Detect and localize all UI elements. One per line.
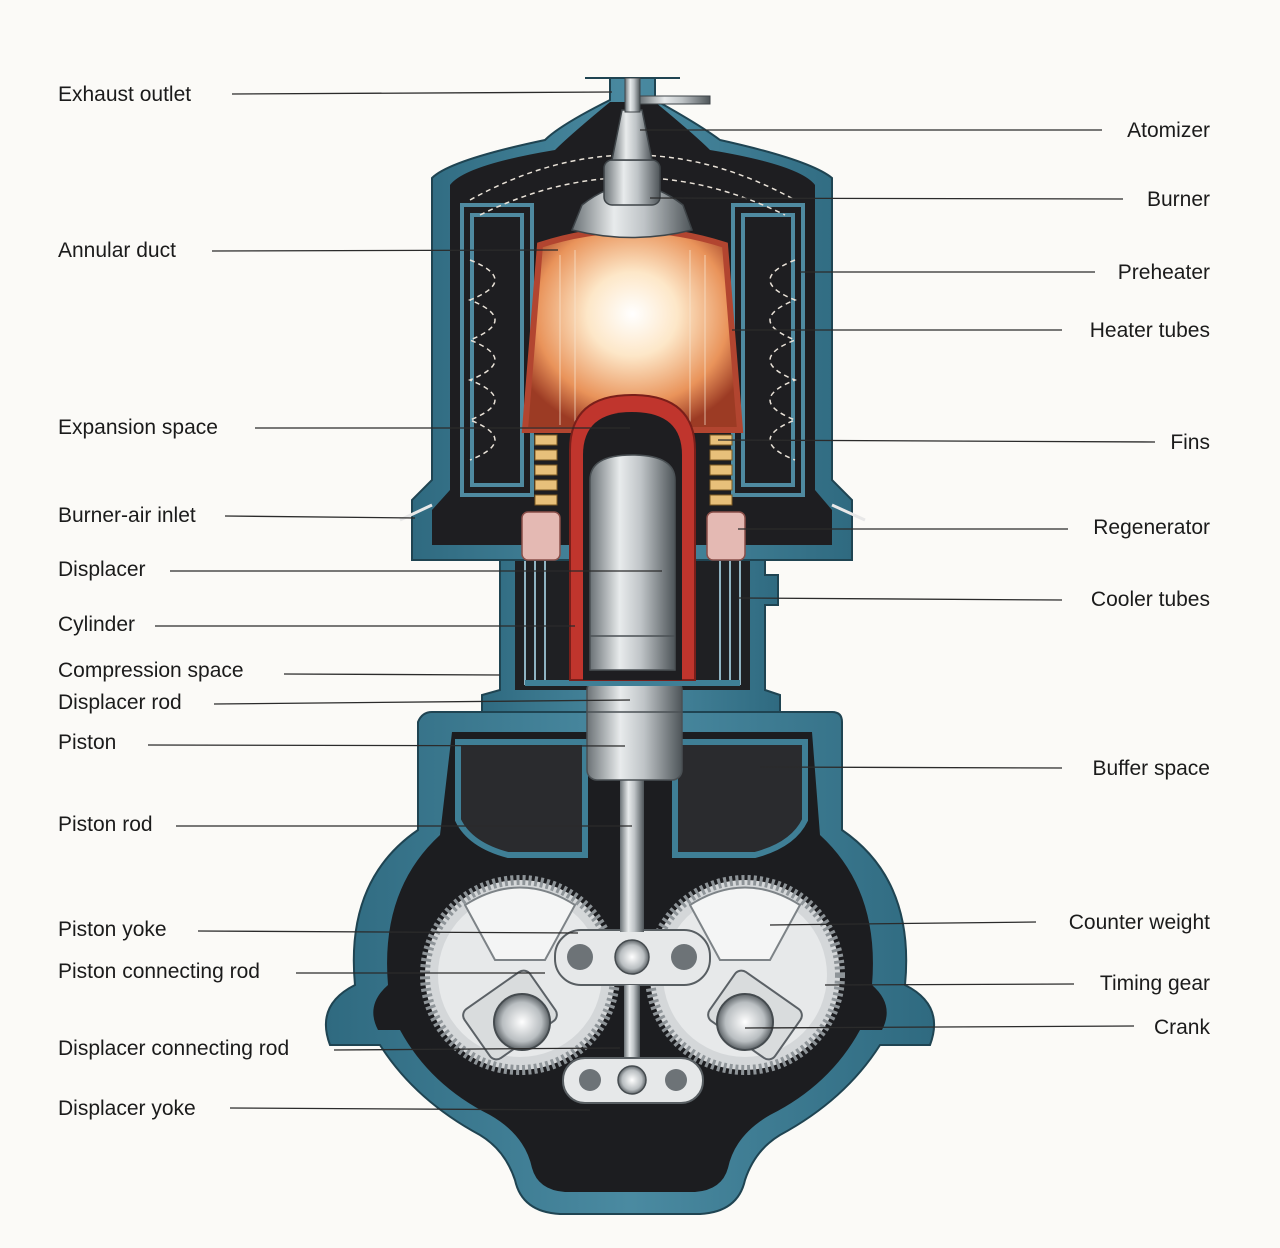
exhaust-pipe [624,77,641,113]
label-exhaust-outlet: Exhaust outlet [58,83,192,106]
label-piston-yoke: Piston yoke [58,918,167,941]
buffer-chamber-left [455,739,588,858]
label-displacer-rod: Displacer rod [58,691,182,714]
label-atomizer: Atomizer [1127,119,1210,142]
counter-weight-left [463,886,577,961]
label-piston: Piston [58,731,117,754]
label-crank: Crank [1153,1016,1210,1039]
counter-weight-right [688,886,802,961]
label-expansion-space: Expansion space [58,416,218,439]
piston [586,679,683,781]
label-compression-space: Compression space [58,659,244,682]
crank-disc-left [493,993,551,1051]
label-displacer: Displacer [58,558,146,581]
label-fins: Fins [1170,431,1210,454]
fuel-line [639,95,711,105]
label-buffer-space: Buffer space [1092,757,1210,780]
buffer-chamber-right [672,739,808,858]
label-cylinder: Cylinder [58,613,136,636]
cooler-tubes [524,555,741,685]
label-piston-rod: Piston rod [58,813,153,836]
label-annular-duct: Annular duct [58,239,176,262]
atomizer [611,109,653,161]
label-cooler-tubes: Cooler tubes [1090,588,1210,611]
label-displacer-yoke: Displacer yoke [58,1097,196,1120]
label-regenerator: Regenerator [1093,516,1210,539]
label-burner: Burner [1146,188,1210,211]
label-heater-tubes: Heater tubes [1089,319,1210,342]
label-timing-gear: Timing gear [1099,972,1210,995]
label-displacer-connecting-rod: Displacer connecting rod [58,1037,290,1060]
leader-lines [147,91,1156,1111]
crank-disc-right [716,993,774,1051]
regenerator-right [706,511,746,561]
regenerator-left [521,511,561,561]
label-piston-connecting-rod: Piston connecting rod [58,960,260,983]
label-preheater: Preheater [1117,261,1210,284]
label-burner-air-inlet: Burner-air inlet [58,504,196,527]
displacer-connecting-rod [624,985,640,1060]
piston-rod [620,760,644,932]
displacer [589,454,676,671]
label-counter-weight: Counter weight [1068,911,1210,934]
